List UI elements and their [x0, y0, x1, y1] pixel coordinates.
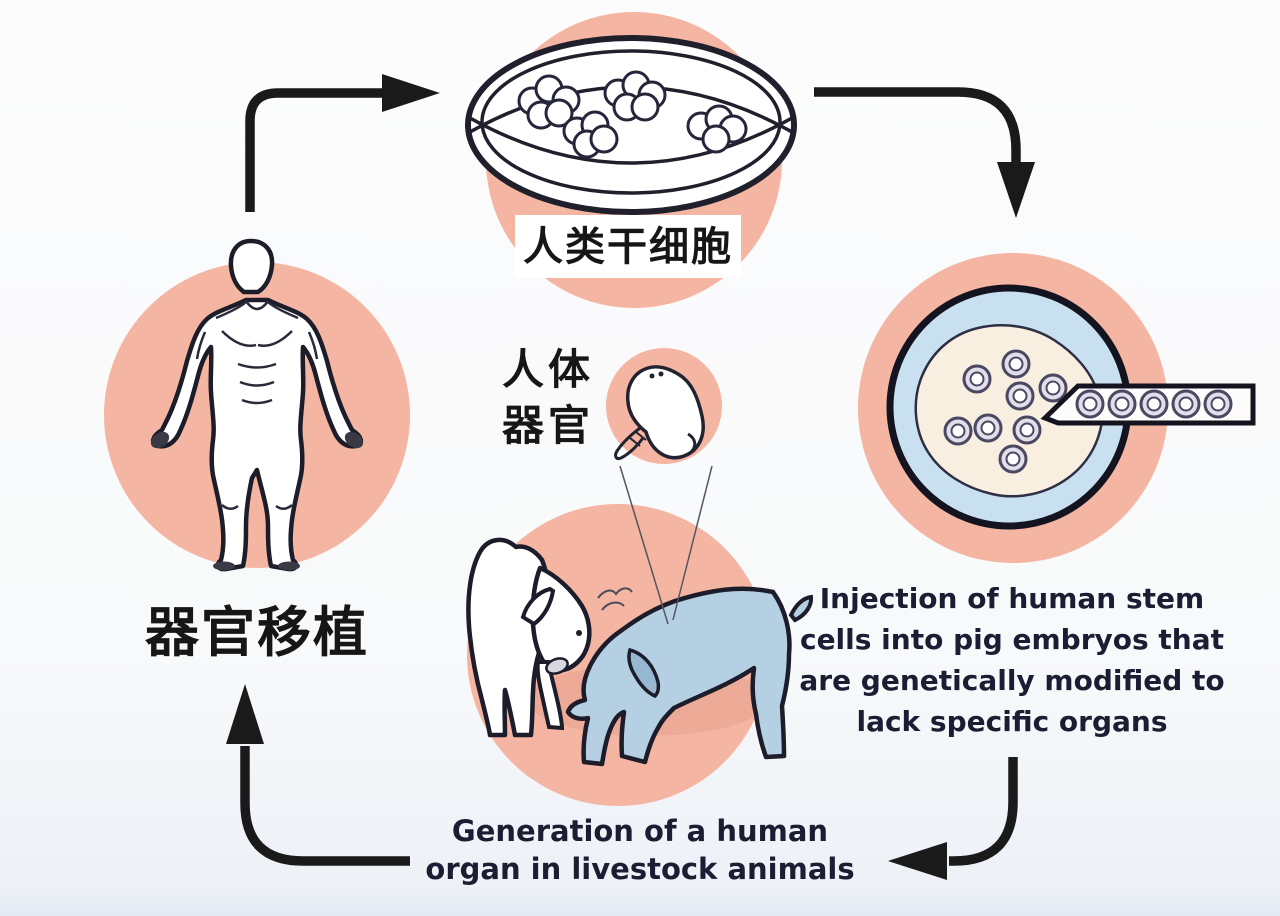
- generation-caption-line1: Generation of a human: [451, 814, 829, 848]
- arrow-dish-to-embryo: [814, 87, 1021, 164]
- injected-cells-icon: [943, 349, 1068, 474]
- arrow-left-to-dish-head-icon: [382, 74, 440, 112]
- pig-embryo-icon: [886, 284, 1256, 530]
- injection-caption-line1: Injection of human stem: [819, 582, 1205, 615]
- generation-caption-line2: organ in livestock animals: [425, 852, 855, 886]
- arrow-dish-to-embryo-head-icon: [997, 162, 1035, 218]
- injection-caption-line2: cells into pig embryos that: [799, 623, 1225, 656]
- human-organ-label: 人体 器官: [488, 342, 608, 454]
- arrow-livestock-to-transplant: [240, 746, 410, 866]
- injection-caption-line3: are genetically modified to: [799, 664, 1225, 697]
- arrow-livestock-to-transplant-head-icon: [226, 684, 264, 744]
- arrow-embryo-to-livestock-head-icon: [888, 842, 947, 880]
- injection-caption: Injection of human stem cells into pig e…: [780, 578, 1244, 742]
- injection-caption-line4: lack specific organs: [856, 705, 1168, 738]
- two-pigs-icon: [466, 537, 814, 767]
- human-organ-icon: [614, 365, 705, 460]
- human-body-icon: [150, 238, 364, 572]
- arrow-left-to-dish: [245, 88, 386, 212]
- blue-pig-icon: [565, 586, 814, 767]
- human-organ-label-line2: 器官: [501, 401, 594, 450]
- stem-cell-colonies-icon: [517, 70, 748, 159]
- human-organ-label-line1: 人体: [501, 345, 594, 394]
- stem-cell-label: 人类干细胞: [515, 215, 741, 278]
- arrow-embryo-to-livestock: [949, 757, 1018, 866]
- white-pig-icon: [466, 537, 633, 738]
- hands-feet-shading: [150, 431, 364, 571]
- micropipette-icon: [1040, 383, 1256, 426]
- callout-lines: [619, 465, 713, 625]
- transplant-label: 器官移植: [145, 601, 369, 664]
- petri-dish-icon: [465, 35, 797, 215]
- generation-caption: Generation of a human organ in livestock…: [418, 812, 862, 888]
